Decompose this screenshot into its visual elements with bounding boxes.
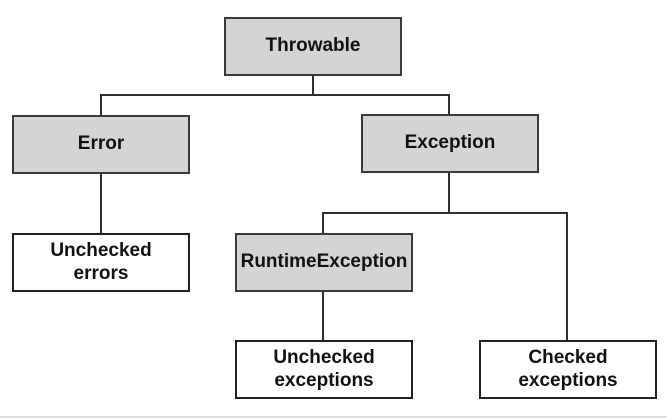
node-throwable-label: Throwable [265,35,361,57]
node-checked-exceptions: Checked exceptions [479,340,657,399]
node-error: Error [12,115,190,174]
node-throwable: Throwable [224,17,402,76]
node-exception: Exception [361,114,539,173]
node-unchecked-errors: Unchecked errors [12,233,190,292]
node-unchecked-exceptions-label: Unchecked exceptions [273,346,375,391]
bottom-divider [0,416,667,418]
node-checked-exceptions-label: Checked exceptions [518,346,618,391]
edge-top-branch [100,94,450,96]
node-unchecked-errors-label: Unchecked errors [50,239,152,284]
node-unchecked-exceptions: Unchecked exceptions [235,340,413,399]
node-error-label: Error [77,133,125,155]
edge-runtime-unchecked [322,292,324,340]
node-runtime-exception-label: RuntimeException [240,251,408,273]
edge-mid-branch [322,212,568,214]
edge-throwable-stem [312,76,314,96]
node-exception-label: Exception [404,132,496,154]
edge-exception-stem [448,173,450,214]
edge-exception-runtime [322,212,324,233]
edge-exception-checked [566,212,568,340]
edge-throwable-error [100,94,102,115]
node-runtime-exception: RuntimeException [235,233,413,292]
edge-throwable-exception [448,94,450,114]
edge-error-unchecked-errors [100,174,102,233]
